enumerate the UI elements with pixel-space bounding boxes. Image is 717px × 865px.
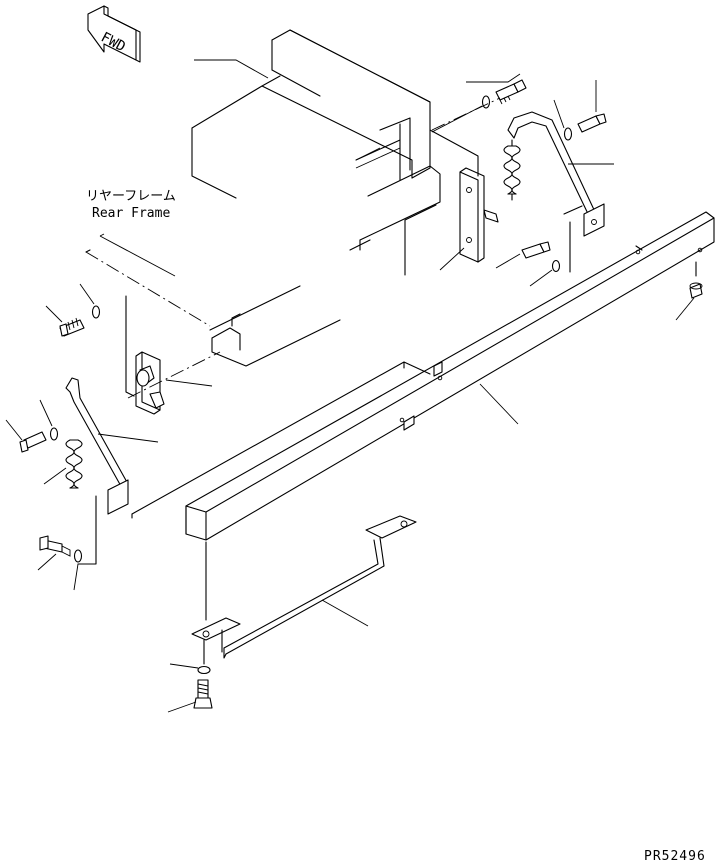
- washer-lower-left: [73, 549, 83, 591]
- support-bar: [191, 515, 417, 659]
- bracket-drop-left: [125, 295, 135, 397]
- right-bracket-plate: [439, 167, 499, 271]
- bolt-upper-right: [466, 73, 527, 105]
- washer-upper-left: [79, 283, 101, 319]
- lever-left: [65, 377, 159, 515]
- centerline-right: [431, 97, 501, 131]
- washer-lower-right: [529, 259, 561, 287]
- bolt-lower-left: [37, 535, 71, 571]
- spring-right: [503, 139, 521, 201]
- washer-bottom: [169, 663, 211, 675]
- spring-left: [43, 439, 83, 489]
- bolt-middle-left: [5, 419, 47, 453]
- bolt-lever-right: [577, 80, 607, 133]
- nut-right: [675, 282, 703, 321]
- bolt-upper-left: [45, 305, 85, 337]
- bolt-bottom: [167, 679, 213, 713]
- rear-frame: [85, 29, 479, 367]
- centerline-left: [127, 351, 221, 399]
- rear-frame-jp-label: リヤーフレーム: [86, 189, 176, 204]
- rear-frame-en-label: Rear Frame: [92, 206, 170, 221]
- lever-right: [507, 111, 614, 237]
- fwd-arrow-icon: FWD: [87, 5, 141, 63]
- bolt-lower-right: [495, 241, 551, 269]
- washer-lever-right: [553, 99, 573, 141]
- washer-upper-right: [431, 95, 491, 133]
- left-bracket-plate: [135, 351, 213, 415]
- cross-beam: [131, 211, 715, 621]
- washer-middle-left: [39, 399, 59, 441]
- drawing-code: PR52496: [644, 849, 706, 864]
- bracket-drop-left-lower: [77, 495, 97, 565]
